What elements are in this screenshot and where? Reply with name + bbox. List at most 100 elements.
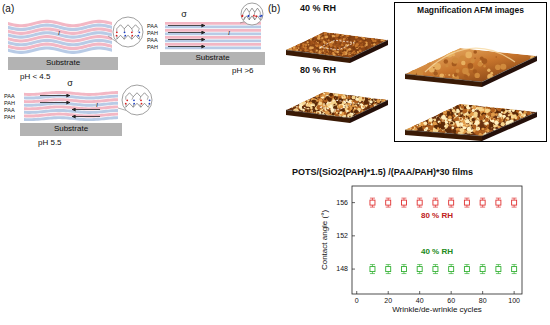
afm-surface: [405, 48, 537, 83]
atom-dot: [241, 15, 243, 17]
error-cap: [512, 264, 517, 265]
error-cap: [449, 273, 454, 274]
error-cap: [370, 273, 375, 274]
error-cap: [417, 198, 422, 199]
error-cap: [480, 207, 485, 208]
film-layer: [165, 36, 261, 39]
afm-axis: [286, 40, 388, 58]
layer-label: PAH: [147, 30, 158, 36]
error-cap: [401, 273, 406, 274]
atom-dot: [116, 31, 118, 33]
atom-dot: [253, 15, 255, 17]
side-group: [254, 12, 256, 15]
error-cap: [370, 207, 375, 208]
data-point: [512, 267, 517, 272]
tick-label: 152: [336, 232, 348, 240]
data-point: [496, 200, 501, 205]
substrate-bar: Substrate: [8, 57, 118, 70]
afm-axis: [405, 56, 537, 82]
stress-arrow: [40, 95, 70, 96]
side-group: [243, 12, 244, 15]
tick-mark: [482, 291, 483, 294]
error-cap: [417, 273, 422, 274]
error-cap: [433, 207, 438, 208]
error-cap: [401, 198, 406, 199]
film-layer: [24, 113, 118, 118]
tick-label: 156: [336, 199, 348, 207]
tick-label: 0: [355, 297, 359, 305]
stress-arrow: [168, 25, 205, 26]
film-layer: [165, 43, 261, 46]
data-point: [370, 200, 375, 205]
polymer-chain: [126, 103, 149, 107]
selection-square: [320, 100, 354, 110]
film-layer: [24, 95, 118, 100]
side-group: [124, 36, 125, 39]
humidity-label: 80 % RH: [300, 66, 336, 76]
side-group: [125, 97, 126, 100]
side-group: [148, 104, 149, 107]
ph-label: pH 5.5: [38, 139, 62, 148]
error-cap: [464, 264, 469, 265]
plot-frame: [352, 186, 522, 294]
side-group: [249, 17, 251, 20]
stress-arrow: [168, 46, 205, 47]
tick-label: 20: [384, 297, 392, 305]
film-layer: [8, 46, 112, 53]
atom-dot: [247, 15, 249, 17]
film-layer: [165, 33, 261, 36]
atom-dot: [141, 103, 143, 105]
film-layer: [24, 91, 118, 96]
data-point: [386, 200, 391, 205]
ph-label: pH >6: [232, 67, 254, 76]
layer-label: PAH: [4, 114, 15, 120]
zoom-circle: [122, 85, 152, 115]
data-point: [480, 200, 485, 205]
series-label: 40 % RH: [421, 248, 453, 257]
contact-angle-chart: [352, 186, 522, 294]
stress-symbol: σ: [67, 79, 73, 89]
film-layer: [24, 109, 118, 114]
atom-dot: [133, 99, 135, 101]
error-cap: [480, 198, 485, 199]
afm-side: [286, 110, 350, 123]
spacing-symbol: l: [96, 102, 98, 110]
substrate-label: Substrate: [46, 59, 80, 68]
data-point: [433, 200, 438, 205]
polymer-chain: [244, 16, 261, 20]
error-cap: [417, 264, 422, 265]
tick-mark: [419, 291, 420, 294]
substrate-bar: Substrate: [160, 52, 265, 65]
substrate-bar: Substrate: [20, 123, 122, 136]
panel-title: Magnification AFM images: [417, 6, 524, 15]
atom-dot: [137, 35, 139, 37]
side-group: [125, 104, 126, 107]
data-point: [496, 267, 501, 272]
data-point: [512, 200, 517, 205]
atom-dot: [255, 15, 257, 17]
error-cap: [512, 198, 517, 199]
stress-arrow: [168, 39, 205, 40]
data-point: [464, 267, 469, 272]
side-group: [260, 12, 261, 15]
series-label: 80 % RH: [421, 212, 453, 221]
zoom-circle: [241, 3, 263, 25]
error-cap: [386, 198, 391, 199]
data-point: [386, 267, 391, 272]
panel-letter: (b): [268, 3, 280, 14]
data-point: [464, 200, 469, 205]
tick-mark: [352, 269, 355, 270]
tick-mark: [451, 291, 452, 294]
atom-dot: [140, 99, 142, 101]
error-cap: [512, 207, 517, 208]
error-cap: [401, 207, 406, 208]
stress-arrow: [40, 102, 70, 103]
tick-mark: [514, 291, 515, 294]
atom-dot: [138, 31, 140, 33]
error-cap: [496, 273, 501, 274]
film-layer: [165, 47, 261, 50]
side-group: [132, 97, 133, 100]
error-cap: [386, 273, 391, 274]
